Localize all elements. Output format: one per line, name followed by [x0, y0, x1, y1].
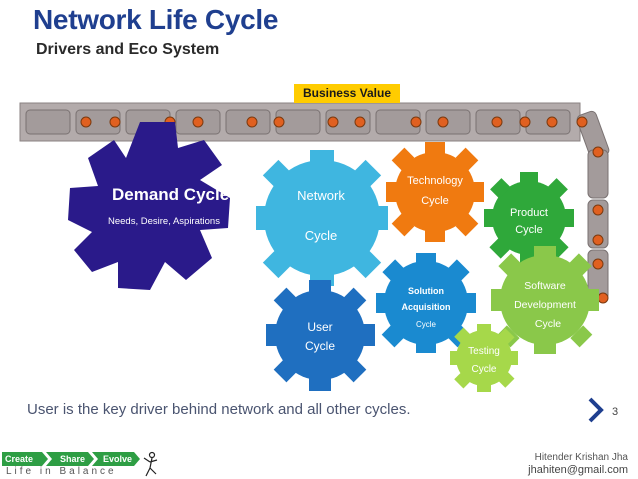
- demand-cycle-gear: [68, 122, 230, 290]
- page-number: 3: [612, 406, 619, 418]
- footer-email: jhahiten@gmail.com: [528, 464, 628, 476]
- product-cycle-gear: [484, 172, 574, 264]
- demand-gear-title: Demand Cycle: [112, 185, 229, 204]
- user-gear-line2: Cycle: [305, 339, 335, 353]
- user-cycle-gear: [266, 280, 375, 391]
- footer-author: Hitender Krishan Jha: [534, 452, 628, 463]
- page-title: Network Life Cycle: [33, 4, 279, 35]
- balance-figure-logo: [143, 451, 158, 477]
- testing-gear-line2: Cycle: [471, 364, 496, 375]
- solution-gear-line1: Solution: [408, 286, 444, 296]
- software-gear-line3: Cycle: [535, 318, 561, 330]
- page-subtitle: Drivers and Eco System: [36, 41, 220, 58]
- footer-step-share: Share: [60, 454, 85, 464]
- next-chevron-icon: [588, 397, 604, 423]
- solution-acquisition-gear: [376, 253, 476, 353]
- demand-gear-subtitle: Needs, Desire, Aspirations: [108, 216, 220, 227]
- footer-step-evolve: Evolve: [103, 454, 132, 464]
- solution-gear-line3: Cycle: [416, 320, 437, 329]
- slide-caption: User is the key driver behind network an…: [27, 401, 411, 418]
- chain-link-dots: [80, 116, 609, 304]
- footer-steps: [2, 452, 140, 466]
- network-gear-line2: Cycle: [305, 228, 338, 243]
- software-development-gear: [491, 246, 599, 354]
- footer-step-create: Create: [5, 454, 33, 464]
- solution-gear-line2: Acquisition: [402, 302, 451, 312]
- user-gear-line1: User: [307, 320, 332, 334]
- business-value-badge: Business Value: [294, 84, 400, 103]
- testing-cycle-gear: [450, 324, 518, 392]
- product-gear-line1: Product: [510, 207, 548, 219]
- network-cycle-gear: [256, 150, 388, 286]
- testing-gear-line1: Testing: [468, 346, 500, 357]
- technology-gear-line2: Cycle: [421, 195, 449, 207]
- technology-gear-line1: Technology: [407, 175, 463, 187]
- technology-cycle-gear: [386, 142, 484, 242]
- footer-tagline: Life in Balance: [6, 466, 117, 477]
- software-gear-line2: Development: [514, 299, 576, 311]
- product-gear-line2: Cycle: [515, 224, 543, 236]
- network-gear-line1: Network: [297, 188, 345, 203]
- software-gear-line1: Software: [524, 280, 566, 292]
